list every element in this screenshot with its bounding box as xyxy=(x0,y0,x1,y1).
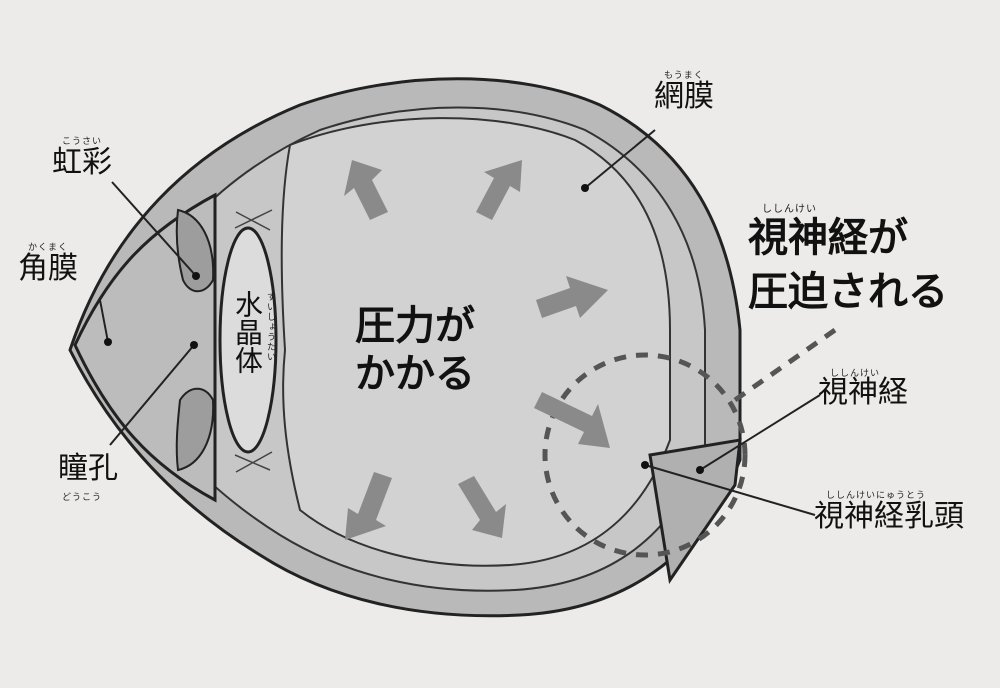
iris-upper xyxy=(175,208,215,293)
optic-disc-ruby: ししんけいにゅうとう xyxy=(826,491,927,501)
lens-label: 水晶体 xyxy=(231,290,264,374)
iris-ruby: こうさい xyxy=(62,137,103,147)
arrow-right xyxy=(536,276,608,318)
compress-caption-1: 視神経が xyxy=(748,215,908,261)
pressure-arrows xyxy=(344,160,610,540)
leader-dots xyxy=(104,184,704,474)
pressure-caption-2: かかる xyxy=(355,351,475,397)
lens xyxy=(218,226,278,454)
compress-ruby: ししんけい xyxy=(762,204,817,215)
pressure-caption-1: 圧力が xyxy=(355,303,475,349)
arrow-down-left xyxy=(345,472,392,540)
cornea-ruby: かくまく xyxy=(28,243,69,253)
pupil-ruby: どうこう xyxy=(62,493,103,503)
arrow-down-right2 xyxy=(458,476,506,538)
iris-label: 虹彩 xyxy=(52,145,112,180)
leader-lines xyxy=(99,129,821,516)
iris-lower xyxy=(175,387,215,472)
arrow-up-left xyxy=(344,160,388,220)
pupil-label: 瞳孔 xyxy=(58,451,118,486)
cornea-label: 角膜 xyxy=(18,251,78,286)
arrow-up-right xyxy=(476,160,522,220)
optic-nerve-ruby: ししんけい xyxy=(830,369,881,379)
lens-ruby: すいしょうたい xyxy=(265,292,275,362)
optic-nerve-label: 視神経 xyxy=(818,375,908,410)
vitreous-body xyxy=(280,117,671,567)
retina-label: 網膜 xyxy=(654,79,714,114)
arrow-down-right xyxy=(534,392,610,448)
compress-caption-2: 圧迫される xyxy=(748,269,948,315)
optic-disc-highlight xyxy=(542,352,748,558)
optic-disc-label: 視神経乳頭 xyxy=(814,499,964,534)
retina-ruby: もうまく xyxy=(664,71,704,81)
zonule-fibers xyxy=(234,209,273,473)
optic-nerve-shape xyxy=(648,438,742,584)
